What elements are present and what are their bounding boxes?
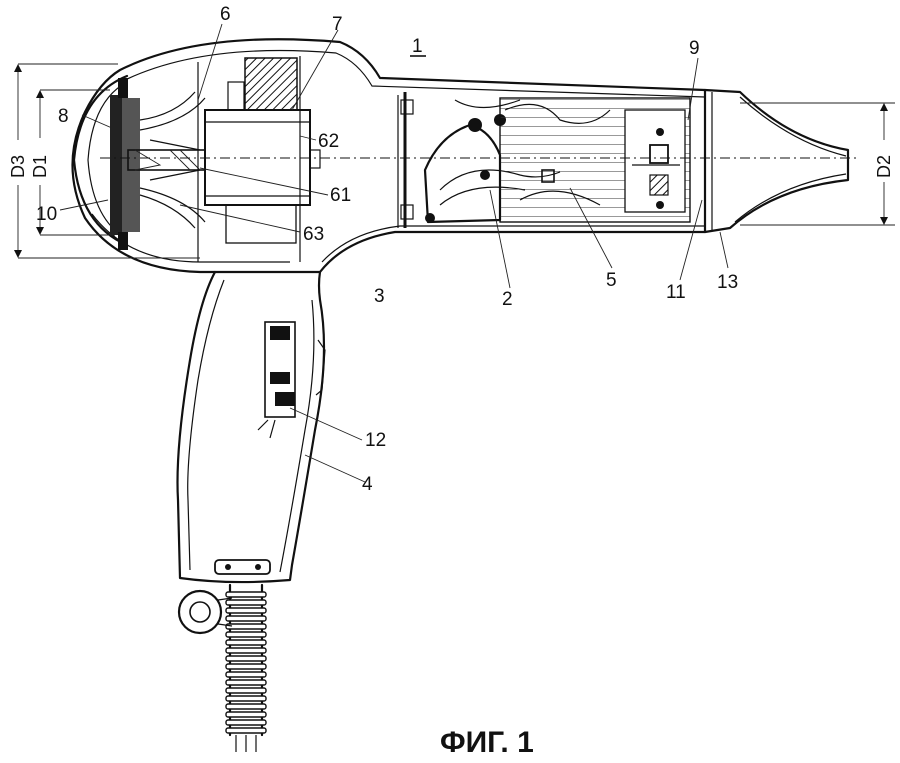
cord-ring [225, 599, 267, 606]
label-10: 10 [36, 204, 57, 225]
cord-ring [225, 727, 267, 734]
label-61: 61 [330, 185, 351, 206]
label-2: 2 [502, 289, 513, 310]
cord-ring [225, 623, 267, 630]
cord-ring [225, 711, 267, 718]
cord-ring [225, 719, 267, 726]
dim-d2: D2 [874, 155, 894, 178]
labels: 1 6 7 8 10 62 61 63 3 2 5 9 11 13 12 4 D… [8, 4, 894, 759]
leader-lines [59, 23, 729, 483]
label-8: 8 [58, 106, 69, 127]
cord-ring [225, 631, 267, 638]
label-11: 11 [666, 282, 686, 303]
cord-ring [225, 663, 267, 670]
housing-outline [71, 38, 850, 274]
dimension-markers [14, 63, 895, 259]
label-9: 9 [689, 38, 700, 59]
cord-ring [225, 687, 267, 694]
cord-protector [177, 559, 271, 752]
label-63: 63 [303, 224, 324, 245]
dim-d1: D1 [30, 155, 50, 178]
grille-3 [397, 92, 414, 228]
cord-ring [225, 655, 267, 662]
cord-ring [225, 679, 267, 686]
cord-ring [225, 639, 267, 646]
label-3: 3 [374, 286, 385, 307]
label-5: 5 [606, 270, 617, 291]
label-1: 1 [412, 36, 423, 57]
cord-ring [225, 607, 267, 614]
label-4: 4 [362, 474, 373, 495]
dim-d3: D3 [8, 155, 28, 178]
figure-caption: ФИГ. 1 [440, 726, 534, 759]
handle [176, 270, 326, 584]
label-12: 12 [365, 430, 386, 451]
intake-grille [72, 74, 140, 250]
motor [197, 56, 321, 262]
heater-assembly [423, 97, 691, 224]
label-7: 7 [332, 14, 343, 35]
cord-ring [225, 695, 267, 702]
cord-ring [225, 615, 267, 622]
cord-ring [225, 671, 267, 678]
label-13: 13 [717, 272, 738, 293]
cord-ring [225, 703, 267, 710]
cord-ring [225, 647, 267, 654]
label-6: 6 [220, 4, 231, 25]
label-62: 62 [318, 131, 339, 152]
cord-ring [225, 591, 267, 598]
